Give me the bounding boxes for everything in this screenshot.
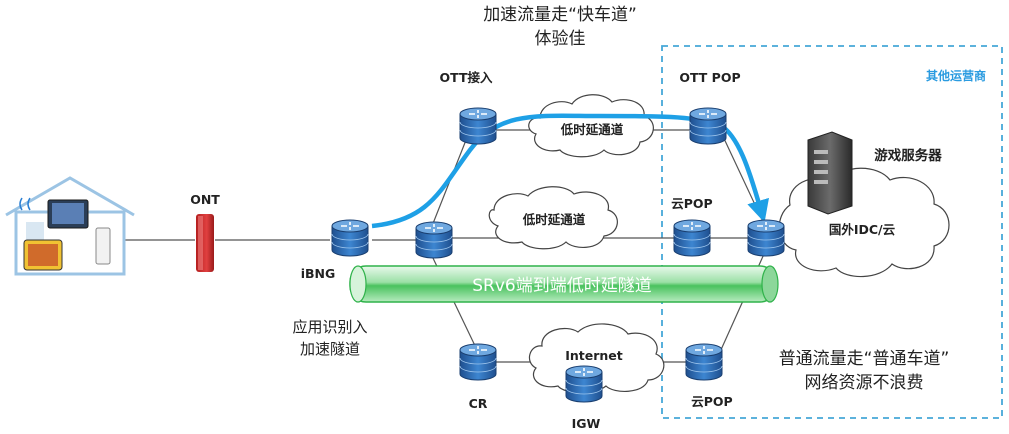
srv6-tunnel (349, 265, 779, 303)
router-igw-icon (565, 365, 603, 403)
label-cloud-pop-bottom: 云POP (691, 394, 732, 409)
clouds (488, 94, 950, 394)
other-operator-region (661, 45, 1003, 419)
cloud-low-latency-mid (488, 186, 618, 250)
label-internet: Internet (565, 348, 623, 363)
router-ott-pop-icon (689, 107, 727, 145)
label-low-latency-mid: 低时延通道 (522, 212, 586, 227)
label-app-identify-line2: 加速隧道 (300, 340, 360, 358)
cloud-internet (528, 323, 665, 394)
label-srv6-tunnel: SRv6端到端低时延隧道 (472, 276, 651, 296)
label-game-server: 游戏服务器 (874, 147, 942, 164)
slogan-fast-line1: 加速流量走“快车道” (483, 5, 637, 25)
game-server-icon (807, 131, 853, 215)
label-ott-access: OTT接入 (440, 70, 493, 85)
fast-lane-arrow (371, 113, 769, 229)
label-igw: IGW (572, 416, 601, 431)
router-cloud-pop-bottom-icon (685, 343, 723, 381)
label-low-latency-top: 低时延通道 (560, 122, 624, 137)
slogan-fast-line2: 体验佳 (535, 29, 586, 49)
label-ibng: iBNG (301, 266, 336, 281)
slogan-normal-line2: 网络资源不浪费 (805, 373, 924, 393)
home-house-icon (5, 176, 135, 276)
routers (331, 107, 785, 403)
label-ott-pop: OTT POP (679, 70, 740, 85)
label-cr: CR (469, 396, 488, 411)
label-app-identify-line1: 应用识别入 (292, 318, 367, 336)
router-ott-access-icon (459, 107, 497, 145)
router-cloud-pop-top-icon (673, 219, 711, 257)
label-ont: ONT (190, 192, 220, 207)
ont-device-icon (196, 214, 214, 272)
slogan-normal-line1: 普通流量走“普通车道” (779, 349, 950, 369)
label-other-operator: 其他运营商 (926, 68, 986, 83)
router-overseas-idc-icon (747, 219, 785, 257)
label-overseas-idc: 国外IDC/云 (829, 222, 896, 237)
router-cr-icon (459, 343, 497, 381)
router-aggregation-icon (415, 221, 453, 259)
cloud-low-latency-top (528, 94, 654, 158)
router-ibng-icon (331, 219, 369, 257)
label-cloud-pop-top: 云POP (671, 196, 712, 211)
